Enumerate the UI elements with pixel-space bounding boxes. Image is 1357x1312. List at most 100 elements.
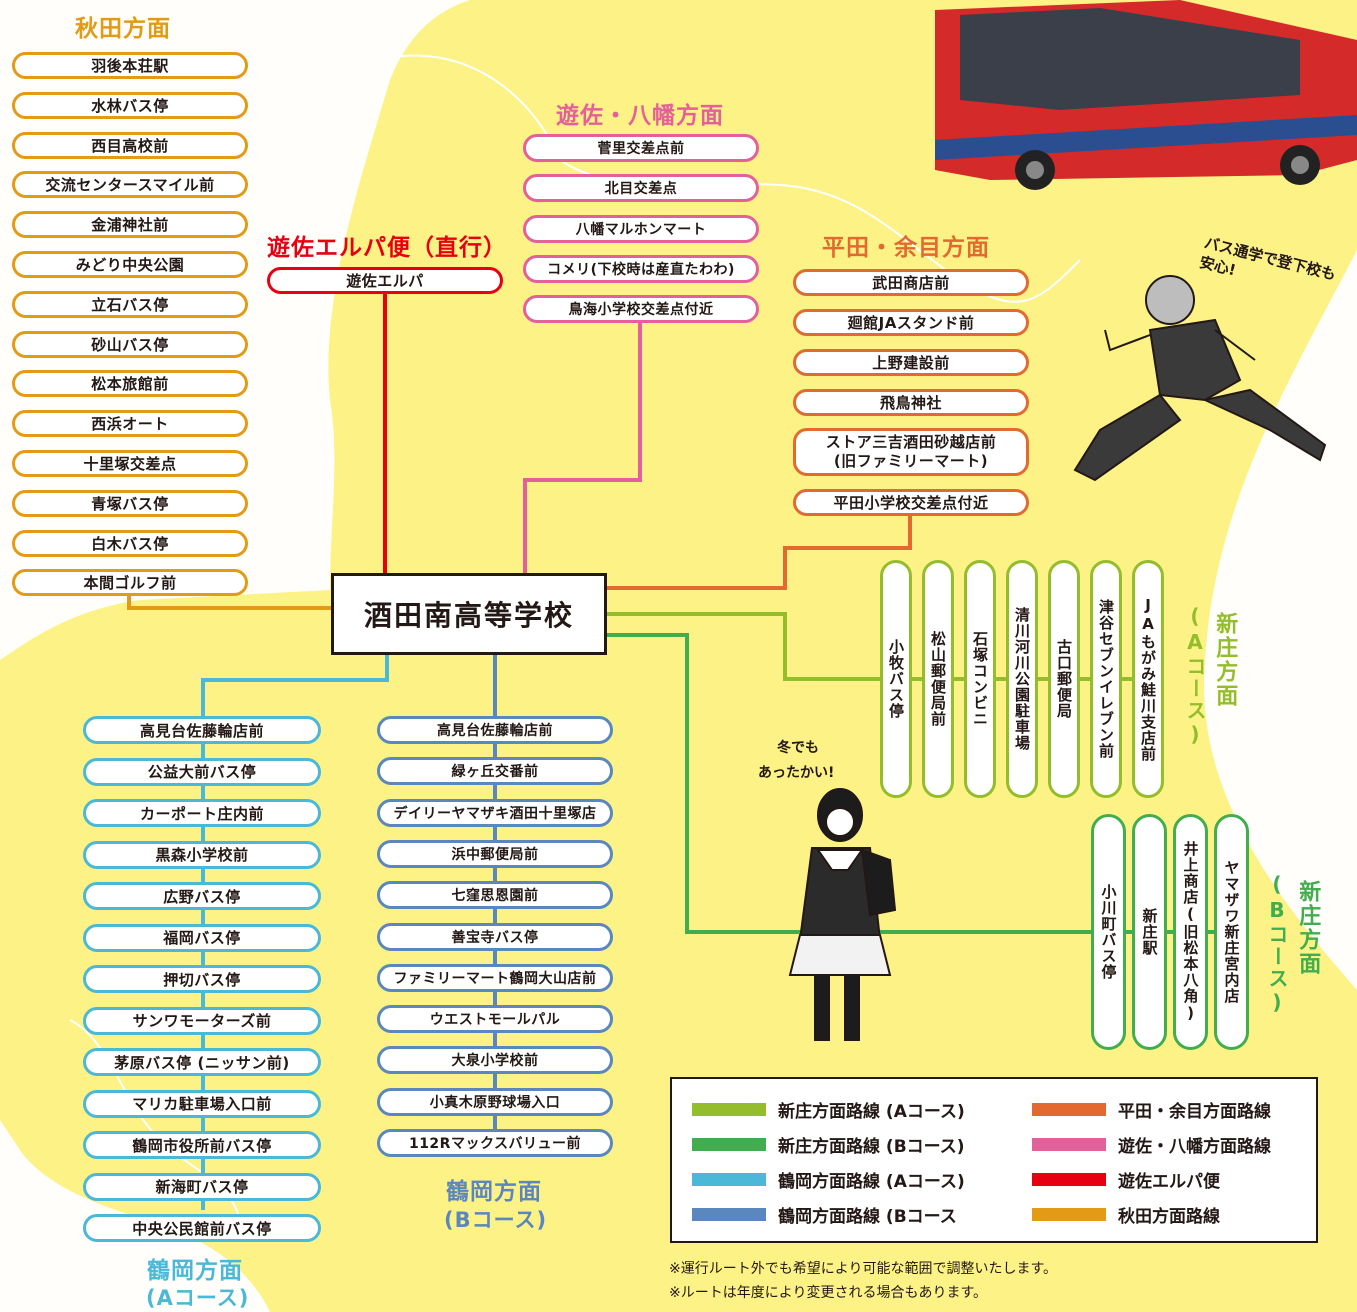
legend-label: 遊佐・八幡方面路線: [1118, 1137, 1271, 1157]
legend-label: 平田・余目方面路線: [1118, 1102, 1271, 1122]
route-line-yawata: [523, 320, 642, 573]
stop-pill-tsuruoka-b: デイリーヤマザキ酒田十里塚店: [377, 798, 613, 827]
legend-box: 新庄方面路線 (Aコース) 新庄方面路線 (Bコース) 鶴岡方面路線 (Aコース…: [670, 1077, 1318, 1243]
legend-swatch: [692, 1173, 766, 1186]
stop-pill-yawata: 菅里交差点前: [523, 134, 759, 162]
boy-illustration: [1073, 275, 1327, 482]
stop-pill-tsuruoka-a: 高見台佐藤輪店前: [83, 716, 321, 744]
stop-pill-tsuruoka-b: 七窪思恩園前: [377, 881, 613, 910]
stop-pill-akita: 十里塚交差点: [12, 450, 248, 477]
stop-pill-tsuruoka-b: 緑ヶ丘交番前: [377, 757, 613, 786]
note-line: ※ルートは年度により変更される場合もあります。: [669, 1285, 988, 1301]
stop-pill-tsuruoka-a: 鶴岡市役所前バス停: [83, 1131, 321, 1159]
girl-illustration: [788, 788, 897, 1041]
stop-label: (旧ファミリーマート): [833, 452, 989, 470]
stop-pill-akita: 羽後本荘駅: [12, 52, 248, 79]
shinjo-a-header: 新庄方面: [1212, 612, 1238, 708]
stop-pill-shinjo-a: 清川河川公園駐車場: [1006, 560, 1038, 798]
stop-pill-tsuruoka-b: ファミリーマート鶴岡大山店前: [377, 963, 613, 992]
legend-swatch: [692, 1208, 766, 1221]
stop-pill-akita: 砂山バス停: [12, 330, 248, 358]
stop-pill-tsuruoka-b: 浜中郵便局前: [377, 839, 613, 868]
legend-swatch: [692, 1103, 766, 1116]
stop-pill-shinjo-a: 古口郵便局: [1048, 560, 1080, 798]
stop-label: ストア三吉酒田砂越店前: [825, 432, 997, 451]
stop-pill-shinjo-a: 石塚コンビニ: [964, 560, 996, 798]
yawata-header: 遊佐・八幡方面: [556, 103, 724, 129]
tsuruoka-b-course: (Bコース): [444, 1208, 548, 1232]
stop-pill-elpa: 遊佐エルパ: [267, 267, 503, 294]
stop-pill-tsuruoka-a: サンワモーターズ前: [83, 1006, 321, 1035]
stop-pill-tsuruoka-b: ウエストモールパル: [377, 1005, 613, 1034]
legend-label: 鶴岡方面路線 (Aコース): [778, 1172, 965, 1192]
stop-pill-shinjo-a: JAもがみ鮭川支店前: [1132, 560, 1164, 798]
stop-pill-tsuruoka-a: 押切バス停: [83, 965, 321, 993]
akita-header: 秋田方面: [75, 16, 171, 42]
stop-pill-shinjo-b: 小川町バス停: [1091, 814, 1126, 1050]
stop-pill-shinjo-b: 新庄駅: [1132, 814, 1167, 1050]
stop-pill-tsuruoka-b: 大泉小学校前: [377, 1046, 613, 1075]
route-line-shinjo-b: [607, 633, 1240, 934]
legend-item: 鶴岡方面路線 (Bコース: [692, 1202, 957, 1227]
elpa-header: 遊佐エルパ便（直行）: [267, 235, 507, 261]
stop-pill-tsuruoka-b: 112Rマックスバリュー前: [377, 1129, 613, 1157]
school-box: 酒田南高等学校: [331, 573, 607, 655]
stop-pill-akita: 立石バス停: [12, 290, 248, 318]
stop-pill-hirata: 上野建設前: [793, 349, 1029, 376]
shinjo-b-header: 新庄方面: [1295, 880, 1321, 976]
girl-speech-line1: 冬でも: [777, 740, 819, 756]
stop-pill-tsuruoka-a: 中央公民館前バス停: [83, 1214, 321, 1242]
legend-item: 秋田方面路線: [1032, 1202, 1220, 1227]
note-line: ※運行ルート外でも希望により可能な範囲で調整いたします。: [669, 1261, 1058, 1277]
stop-pill-akita: 交流センタースマイル前: [12, 171, 248, 199]
stop-pill-shinjo-b: ヤマザワ新庄宮内店: [1214, 814, 1249, 1050]
stop-pill-akita: 白木バス停: [12, 529, 248, 557]
stop-pill-akita: 松本旅館前: [12, 370, 248, 398]
stop-pill-shinjo-a: 松山郵便局前: [922, 560, 954, 798]
stop-pill-hirata: 飛鳥神社: [793, 389, 1029, 416]
stop-pill-akita: 西浜オート: [12, 410, 248, 438]
stop-pill-akita: 本間ゴルフ前: [12, 569, 248, 597]
tsuruoka-a-course: (Aコース): [146, 1286, 250, 1310]
stop-pill-tsuruoka-b: 小真木原野球場入口: [377, 1087, 613, 1116]
stop-pill-tsuruoka-a: 公益大前バス停: [83, 757, 321, 786]
stop-pill-shinjo-b: 井上商店(旧松本八角): [1173, 814, 1208, 1050]
legend-item: 新庄方面路線 (Bコース): [692, 1132, 965, 1157]
tsuruoka-b-header: 鶴岡方面: [446, 1179, 542, 1205]
girl-speech-line2: あったかい!: [758, 765, 835, 781]
hirata-header: 平田・余目方面: [822, 235, 990, 261]
stop-pill-hirata: 武田商店前: [793, 269, 1029, 296]
legend-label: 新庄方面路線 (Bコース): [778, 1137, 965, 1157]
stop-pill-hirata: 平田小学校交差点付近: [793, 489, 1029, 516]
legend-item: 遊佐エルパ便: [1032, 1167, 1220, 1192]
legend-swatch: [1032, 1103, 1106, 1116]
legend-swatch: [1032, 1138, 1106, 1151]
stop-pill-yawata: 八幡マルホンマート: [523, 214, 759, 243]
legend-label: 秋田方面路線: [1118, 1207, 1220, 1227]
stop-pill-shinjo-a: 津谷セブンイレブン前: [1090, 560, 1122, 798]
stop-pill-akita: 西目高校前: [12, 131, 248, 159]
shinjo-b-course: (Bコース): [1265, 872, 1289, 1016]
stop-pill-tsuruoka-a: カーポート庄内前: [83, 799, 321, 827]
bus-illustration: [935, 0, 1357, 190]
stop-pill-yawata: コメリ(下校時は産直たわわ): [523, 254, 759, 283]
stop-pill-akita: 青塚バス停: [12, 489, 248, 517]
legend-item: 鶴岡方面路線 (Aコース): [692, 1167, 965, 1192]
shinjo-a-course: (Aコース): [1183, 604, 1207, 748]
stop-pill-tsuruoka-a: 新海町バス停: [83, 1172, 321, 1201]
tsuruoka-a-header: 鶴岡方面: [147, 1258, 243, 1284]
stop-pill-hirata: ストア三吉酒田砂越店前 (旧ファミリーマート): [793, 428, 1029, 476]
map-border-line: [379, 54, 1081, 303]
legend-item: 遊佐・八幡方面路線: [1032, 1132, 1271, 1157]
stop-pill-tsuruoka-b: 高見台佐藤輪店前: [377, 716, 613, 744]
legend-label: 遊佐エルパ便: [1118, 1172, 1220, 1192]
legend-swatch: [1032, 1173, 1106, 1186]
stop-pill-tsuruoka-a: 黒森小学校前: [83, 840, 321, 869]
stop-pill-akita: 金浦神社前: [12, 211, 248, 239]
stop-pill-akita: みどり中央公園: [12, 251, 248, 278]
legend-item: 平田・余目方面路線: [1032, 1097, 1271, 1122]
stop-pill-tsuruoka-a: 広野バス停: [83, 882, 321, 910]
stop-pill-shinjo-a: 小牧バス停: [880, 560, 912, 798]
legend-swatch: [1032, 1208, 1106, 1221]
stop-pill-tsuruoka-b: 善宝寺バス停: [377, 922, 613, 951]
